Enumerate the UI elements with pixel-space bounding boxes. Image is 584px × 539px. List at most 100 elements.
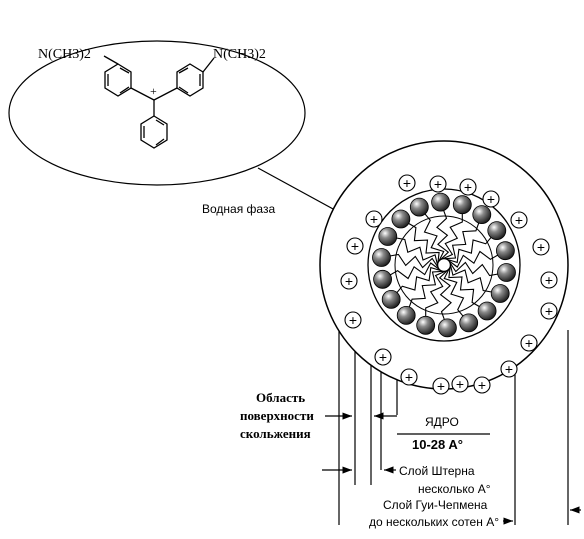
core-label: ЯДРО [425,415,459,429]
polar-head [431,192,451,212]
hydrocarbon-tail [418,206,445,264]
hydrocarbon-tail [448,264,488,312]
counter-ion: + [451,375,469,393]
counter-ion-circle [340,272,358,290]
slip-region-label-3: скольжения [240,426,311,441]
counter-ion-circle [473,376,491,394]
counter-ion-charge: + [405,369,413,385]
central-bonds [130,87,178,116]
phenyl-ring-left [103,55,132,97]
aqueous-phase-label: Водная фаза [202,202,275,216]
polar-head [372,248,391,267]
hydrocarbon-tail [400,218,440,266]
annotations: Область поверхности скольжения ЯДРО 10-2… [240,390,581,529]
counter-ion-circle [344,311,362,329]
counter-ion: + [340,272,358,290]
hydrocarbon-tail [425,269,448,326]
counter-ion-charge: + [545,303,553,319]
counter-ion-charge: + [464,179,472,195]
counter-ions: + + + + + + + + + + + + + + + + + + + [340,174,558,395]
counter-ion-charge: + [434,176,442,192]
counter-ion: + [500,360,518,378]
slip-region-label-1: Область [256,390,305,405]
counter-ion-charge: + [505,361,513,377]
counter-ion: + [532,238,550,256]
counter-ion: + [540,271,558,289]
hydrocarbon-tail [448,260,507,277]
hydrocarbon-tail [444,230,498,264]
slip-region-label-2: поверхности [240,408,314,423]
polar-head [373,269,393,289]
counter-ion: + [482,190,500,208]
counter-ion-circle [532,238,550,256]
counter-ion-circle [540,271,558,289]
counter-ion-circle [432,377,450,395]
counter-ion-charge: + [437,378,445,394]
charge-label: + [150,84,157,98]
counter-ion-charge: + [545,272,553,288]
polar-head [409,197,429,217]
counter-ion: + [473,376,491,394]
counter-ion-charge: + [349,312,357,328]
molecule-callout: + N(CH3)2 N(CH3)2 [8,40,306,186]
polar-head [487,221,507,241]
polar-head [396,305,416,325]
hydrocarbon-tail [381,253,440,270]
polar-head [459,313,479,333]
hydrocarbon-tail [449,262,501,295]
hydrocarbon-tail [443,266,470,324]
hydrocarbon-tail [436,201,450,262]
hydrocarbon-tail [390,266,444,300]
polar-head [437,318,457,338]
counter-ion: + [520,334,538,352]
counter-ion-circle [451,375,469,393]
hydrocarbon-tails [381,201,507,329]
phenyl-ring-bottom [140,115,168,149]
polar-heads [372,192,516,338]
polar-head [495,241,515,261]
counter-ion: + [344,311,362,329]
counter-ion: + [432,377,450,395]
polar-head [378,227,398,246]
counter-ion-circle [429,175,447,193]
counter-ion: + [365,210,383,228]
counter-ion-circle [510,211,528,229]
counter-ion-charge: + [525,335,533,351]
counter-ion-charge: + [403,175,411,191]
counter-ion-charge: + [345,273,353,289]
polar-head [472,205,492,225]
core-size-label: 10-28 A° [412,437,463,452]
counter-ion-charge: + [515,212,523,228]
polar-head [391,209,411,229]
counter-ion-charge: + [478,377,486,393]
polar-head [497,263,516,282]
dimethylamino-right: N(CH3)2 [213,47,266,62]
counter-ion-circle [482,190,500,208]
hydrocarbon-tail [446,250,506,268]
counter-ion-charge: + [370,211,378,227]
phenyl-ring-right [176,57,215,97]
hydrocarbon-tail [387,235,439,268]
counter-ion-circle [540,302,558,320]
counter-ion: + [374,348,392,366]
polar-head [381,289,401,309]
counter-ion-charge: + [379,349,387,365]
stern-layer-size-label: несколько A° [418,482,491,496]
polar-head [490,284,510,303]
counter-ion-circle [520,334,538,352]
polar-head [477,301,497,321]
counter-ion: + [429,175,447,193]
stern-layer-label: Слой Штерна [399,464,475,478]
polar-head [452,195,472,215]
counter-ion: + [400,368,418,386]
hydrocarbon-tail [438,268,452,329]
counter-ion: + [346,237,364,255]
counter-ion: + [540,302,558,320]
core-inner-circle [394,215,494,315]
hydrocarbon-tail [440,204,463,261]
counter-ion-charge: + [351,238,359,254]
counter-ion-charge: + [456,376,464,392]
gouy-chapman-label: Слой Гуи-Чепмена [383,498,488,512]
dimethylamino-left: N(CH3)2 [38,47,91,62]
